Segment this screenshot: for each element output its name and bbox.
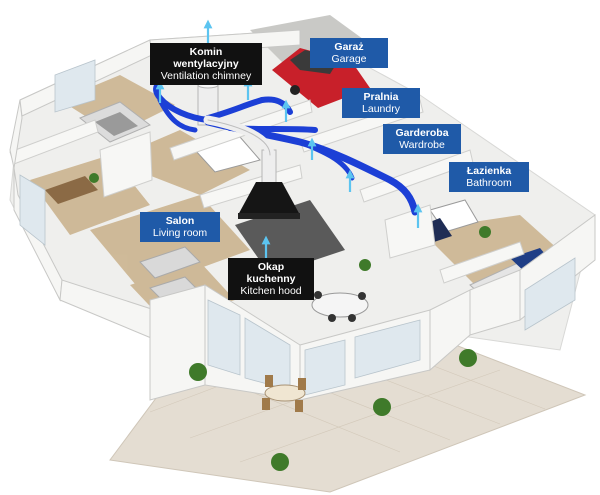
label-wardrobe: Garderoba Wardrobe <box>383 124 461 155</box>
label-living-room: Salon Living room <box>140 212 220 243</box>
ducts <box>152 81 419 216</box>
label-wardrobe-pl: Garderoba <box>395 127 449 139</box>
label-wardrobe-en: Wardrobe <box>399 139 445 152</box>
label-bathroom-en: Bathroom <box>466 177 512 190</box>
label-garage-pl: Garaż <box>334 41 364 53</box>
label-kitchen-hood: Okap kuchenny Kitchen hood <box>228 258 314 301</box>
label-chimney-pl: Komin wentylacyjny <box>173 46 239 71</box>
label-bathroom-pl: Łazienka <box>466 165 512 177</box>
kitchen-hood-unit <box>238 149 300 219</box>
label-ventilation-chimney: Komin wentylacyjny Ventilation chimney <box>150 43 262 86</box>
label-bathroom: Łazienka Bathroom <box>449 162 529 193</box>
label-garage: Garaż Garage <box>310 38 388 69</box>
label-hood-pl: Okap kuchenny <box>246 261 296 286</box>
label-living-pl: Salon <box>165 215 195 227</box>
label-living-en: Living room <box>152 227 208 240</box>
label-hood-en: Kitchen hood <box>240 285 302 298</box>
label-laundry-en: Laundry <box>362 103 400 116</box>
label-garage-en: Garage <box>331 53 367 66</box>
patio-table <box>262 375 306 412</box>
label-laundry: Pralnia Laundry <box>342 88 420 119</box>
windows <box>19 59 576 396</box>
airflow-arrows <box>155 19 423 258</box>
label-laundry-pl: Pralnia <box>363 91 399 103</box>
plants <box>89 173 491 471</box>
label-chimney-en: Ventilation chimney <box>160 70 252 83</box>
dining-table <box>311 291 369 322</box>
